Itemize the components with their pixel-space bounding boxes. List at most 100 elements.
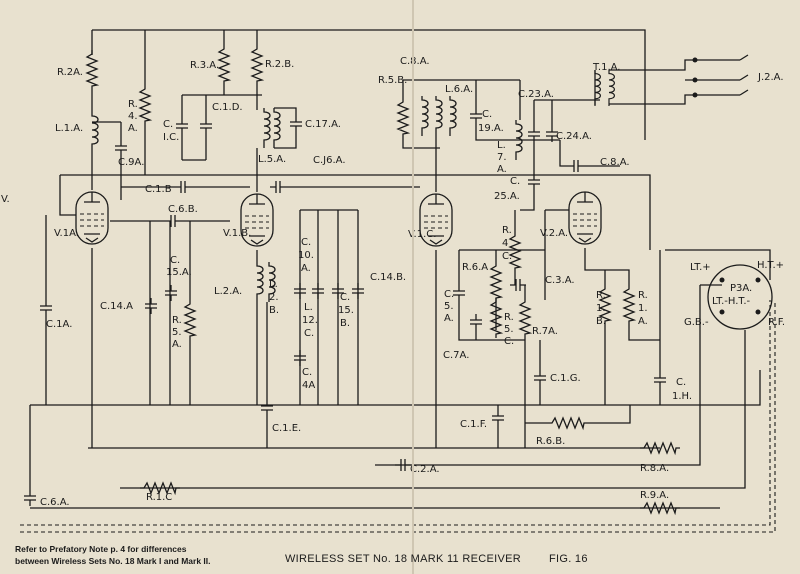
r4a-resistor <box>139 84 151 126</box>
label-c10a-2: 10. <box>298 250 314 261</box>
label-r6a: R.6.A <box>462 262 488 273</box>
v2a-valve <box>568 191 602 245</box>
label-r5c-1: R. <box>504 312 514 323</box>
l2a-coil <box>256 261 264 303</box>
c16a-capacitor <box>269 180 287 194</box>
label-c4a-2: 4A <box>302 380 315 391</box>
label-l2b-1: L. <box>269 279 278 290</box>
label-l5a: L.5.A. <box>258 154 286 165</box>
label-r5b: R.5.B. <box>378 75 407 86</box>
page-fold <box>412 0 414 574</box>
label-r4a-1: R. <box>128 99 138 110</box>
label-c8a-top: C.8.A. <box>400 56 430 67</box>
label-c9a: C.9A. <box>118 157 144 168</box>
j2a-jack <box>739 54 749 96</box>
c15a-capacitor <box>164 284 178 302</box>
label-c5a-1: C. <box>444 289 454 300</box>
r5a-resistor <box>184 299 196 341</box>
label-r3a: R.3.A. <box>190 60 219 71</box>
c7a-capacitor <box>469 313 483 331</box>
note-line-2: between Wireless Sets No. 18 Mark I and … <box>15 556 211 566</box>
label-c7a: C.7A. <box>443 350 469 361</box>
c8a-coil <box>421 95 429 137</box>
label-v1c: V.1.C. <box>408 229 436 240</box>
label-l12c-2: 12. <box>302 315 318 326</box>
label-r4c-3: C. <box>502 251 512 262</box>
c1f-capacitor <box>491 409 505 427</box>
label-c15b-1: C. <box>340 292 350 303</box>
label-l12c-1: L. <box>304 302 313 313</box>
label-r1a-3: A. <box>638 316 648 327</box>
label-c1d: C.1.D. <box>212 102 243 113</box>
figure-title: WIRELESS SET No. 18 MARK 11 RECEIVER <box>285 553 521 565</box>
label-r1b-1: R. <box>596 290 606 301</box>
label-c6b: C.6.B. <box>168 204 198 215</box>
c1e-capacitor <box>260 399 274 417</box>
label-r2a: R.2A. <box>57 67 83 78</box>
label-r8a: R.8.A. <box>640 463 669 474</box>
label-c1b: C.1.B <box>145 184 172 195</box>
label-c3a: C.3.A. <box>545 275 575 286</box>
label-r2b: R.2.B. <box>265 59 294 70</box>
c1g-capacitor <box>533 369 547 387</box>
label-v2a: V.2.A. <box>540 228 568 239</box>
label-r1c: R.1.C <box>146 492 172 503</box>
label-r5a-1: R. <box>172 315 182 326</box>
label-c1c-2: I.C. <box>163 132 179 143</box>
label-c14b: C.14.B. <box>370 272 406 283</box>
c8a-capacitor <box>567 159 585 173</box>
c1d-capacitor <box>199 117 213 135</box>
prefatory-note: Refer to Prefatory Note p. 4 for differe… <box>15 543 275 567</box>
label-l2b-3: B. <box>269 305 279 316</box>
earth-rail <box>30 370 761 406</box>
ht-top-rail <box>92 29 646 140</box>
label-l7a-2: 7. <box>497 152 507 163</box>
r1a-resistor <box>623 284 635 326</box>
label-c15a-2: 15.A. <box>166 267 192 278</box>
label-edge-mark: V. <box>1 194 10 205</box>
l1a-coil <box>91 111 99 153</box>
r3a-resistor <box>218 44 230 86</box>
label-c25a-2: 25.A. <box>494 191 520 202</box>
label-c8a: C.8.A. <box>600 157 630 168</box>
label-r6b: R.6.B. <box>536 436 565 447</box>
label-c10a-1: C. <box>301 237 311 248</box>
label-r4c-1: R. <box>502 225 512 236</box>
label-c16a: C.J6.A. <box>313 155 346 166</box>
label-c14a: C.14.A <box>100 301 133 312</box>
label-t1a: T.1.A. <box>592 62 621 73</box>
c1a-capacitor <box>39 299 53 317</box>
c6b-capacitor <box>164 214 182 228</box>
label-c5a-3: A. <box>444 313 454 324</box>
label-l6a: L.6.A. <box>445 84 473 95</box>
c5a-capacitor <box>452 284 466 302</box>
label-c1a: C.1A. <box>46 319 72 330</box>
label-c23a: C.23.A. <box>518 89 554 100</box>
label-c2a: C.2.A. <box>410 464 440 475</box>
label-l12c-3: C. <box>304 328 314 339</box>
label-lt-plus: LT.+ <box>690 262 711 273</box>
label-v1a: V.1A. <box>54 228 79 239</box>
label-c17a: C.17.A. <box>305 119 341 130</box>
label-r4a-3: A. <box>128 123 138 134</box>
label-c1f: C.1.F. <box>460 419 487 430</box>
v1a-valve <box>75 191 109 245</box>
label-r5c-3: C. <box>504 336 514 347</box>
label-c1h-2: 1.H. <box>672 391 692 402</box>
label-r5a-2: 5. <box>172 327 182 338</box>
r6b-resistor <box>547 417 589 429</box>
label-c25a-1: C. <box>510 176 520 187</box>
note-line-1: Refer to Prefatory Note p. 4 for differe… <box>15 544 187 554</box>
l5a-coil <box>263 107 271 149</box>
c3a-capacitor <box>509 278 527 292</box>
dashed-screen-lead <box>20 300 771 526</box>
label-r1a-2: 1. <box>638 303 648 314</box>
label-c4a-1: C. <box>302 367 312 378</box>
label-r7a: R.7A. <box>532 326 558 337</box>
label-c5a-2: 5. <box>444 301 454 312</box>
label-l2a: L.2.A. <box>214 286 242 297</box>
c1b-capacitor <box>174 180 192 194</box>
r7a-resistor <box>519 297 531 339</box>
label-r5a-3: A. <box>172 339 182 350</box>
